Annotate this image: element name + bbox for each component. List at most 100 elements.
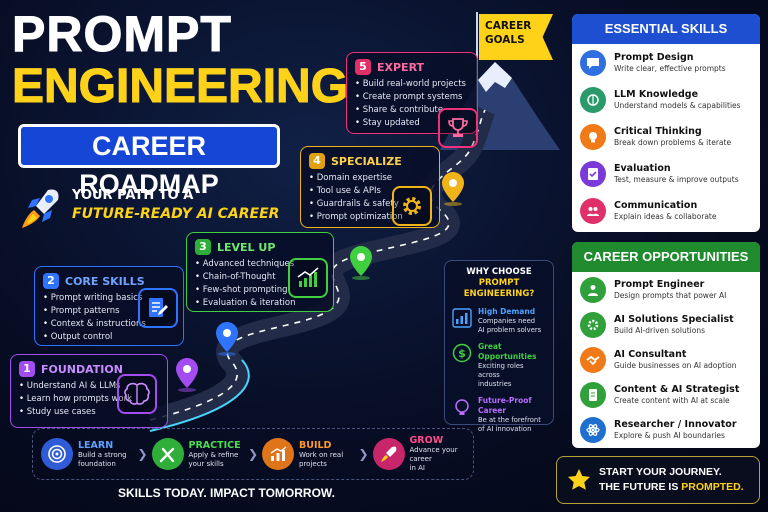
step-desc: Advance your career bbox=[409, 446, 458, 463]
career-title: AI Solutions Specialist bbox=[614, 313, 734, 325]
why-item-title: Future-Proof Career bbox=[478, 396, 532, 415]
why-item-title: High Demand bbox=[478, 307, 536, 316]
stage-item: Domain expertise bbox=[309, 172, 431, 185]
panel-title: CAREER OPPORTUNITIES bbox=[572, 242, 760, 272]
location-pin-icon bbox=[176, 358, 198, 392]
career-title: Prompt Engineer bbox=[614, 278, 705, 290]
skill-desc: Write clear, effective prompts bbox=[614, 63, 726, 73]
rocket-icon bbox=[22, 189, 59, 228]
stage-title: LEVEL UP bbox=[217, 240, 276, 254]
step-desc: your skills bbox=[188, 459, 224, 468]
stage-number: 2 bbox=[43, 273, 59, 289]
journey-line1: START YOUR JOURNEY. bbox=[599, 466, 722, 478]
stage-item: Context & instructions bbox=[43, 318, 175, 331]
chevron-right-icon: ❯ bbox=[137, 447, 148, 461]
career-desc: Guide businesses on AI adoption bbox=[614, 360, 737, 370]
stage-item: Create prompt systems bbox=[355, 91, 469, 104]
stage-item: Chain-of-Thought bbox=[195, 271, 325, 284]
page-title: PROMPT bbox=[12, 6, 232, 62]
why-item-desc: Exciting roles across bbox=[478, 362, 524, 379]
skill-desc: Test, measure & improve outputs bbox=[614, 174, 739, 184]
stage-item: Prompt writing basics bbox=[43, 292, 175, 305]
journey-callout: START YOUR JOURNEY. THE FUTURE IS PROMPT… bbox=[556, 456, 760, 504]
journey-highlight: PROMPTED. bbox=[681, 481, 744, 493]
people-icon bbox=[580, 197, 606, 224]
chevron-right-icon: ❯ bbox=[358, 447, 369, 461]
gear-icon bbox=[580, 311, 606, 338]
skill-title: Communication bbox=[614, 199, 698, 211]
step-desc: Apply & refine bbox=[188, 450, 239, 459]
stage-item: Study use cases bbox=[19, 406, 159, 419]
document-icon bbox=[580, 381, 606, 408]
tools-icon bbox=[151, 438, 184, 470]
why-item-desc: of AI innovation bbox=[478, 425, 532, 433]
stage-number: 1 bbox=[19, 361, 35, 377]
brain-icon bbox=[580, 86, 606, 113]
flag-line2: GOALS bbox=[485, 34, 525, 46]
person-icon bbox=[580, 276, 606, 303]
stage-item: Build real-world projects bbox=[355, 78, 469, 91]
location-pin-icon bbox=[442, 172, 464, 206]
stage-title: FOUNDATION bbox=[41, 362, 123, 376]
skill-title: Prompt Design bbox=[614, 51, 694, 63]
slogan: SKILLS TODAY. IMPACT TOMORROW. bbox=[118, 486, 335, 500]
skill-desc: Understand models & capabilities bbox=[614, 100, 741, 110]
career-desc: Design prompts that power AI bbox=[614, 290, 727, 300]
career-title: AI Consultant bbox=[614, 348, 687, 360]
career-title: Content & AI Strategist bbox=[614, 383, 740, 395]
handshake-icon bbox=[580, 346, 606, 373]
why-choose-panel: WHY CHOOSE PROMPT ENGINEERING? High Dema… bbox=[444, 260, 554, 433]
stage-item: Tool use & APIs bbox=[309, 185, 431, 198]
lightbulb-head-icon bbox=[580, 123, 606, 150]
panel-title: ESSENTIAL SKILLS bbox=[572, 14, 760, 44]
page-title-highlight: ENGINEERING bbox=[11, 60, 349, 113]
stage-item: Learn how prompts work bbox=[19, 393, 159, 406]
step-desc: foundation bbox=[78, 459, 116, 468]
why-item-desc: AI problem solvers bbox=[478, 326, 542, 334]
journey-line2: THE FUTURE IS bbox=[599, 481, 682, 493]
document-edit-icon bbox=[138, 288, 178, 328]
growth-chart-icon bbox=[288, 258, 328, 298]
bar-chart-icon bbox=[451, 307, 473, 329]
step-label: LEARN bbox=[78, 439, 114, 451]
mountain-snow bbox=[478, 62, 512, 92]
why-item-title: Great Opportunities bbox=[478, 342, 537, 361]
step-desc: in AI bbox=[409, 464, 425, 472]
location-pin-icon bbox=[350, 246, 372, 280]
why-title: WHY CHOOSE bbox=[466, 267, 532, 277]
chevron-right-icon: ❯ bbox=[248, 447, 259, 461]
rocket-icon bbox=[372, 438, 405, 470]
skill-title: Evaluation bbox=[614, 162, 671, 174]
step-desc: Work on real bbox=[299, 450, 344, 459]
career-goals-flag: CAREER GOALS bbox=[479, 14, 553, 60]
chart-up-icon bbox=[262, 438, 294, 470]
stage-title: CORE SKILLS bbox=[65, 274, 145, 288]
career-desc: Build AI-driven solutions bbox=[614, 325, 705, 335]
star-icon bbox=[568, 469, 590, 490]
roadmap-banner: CAREER ROADMAP bbox=[18, 124, 280, 199]
tagline-line2: FUTURE-READY AI CAREER bbox=[72, 206, 280, 222]
target-icon bbox=[41, 438, 73, 470]
stage-item: Few-shot prompting bbox=[195, 284, 325, 297]
stage-item: Evaluation & iteration bbox=[195, 297, 325, 310]
why-item-desc: Be at the forefront bbox=[478, 416, 541, 424]
